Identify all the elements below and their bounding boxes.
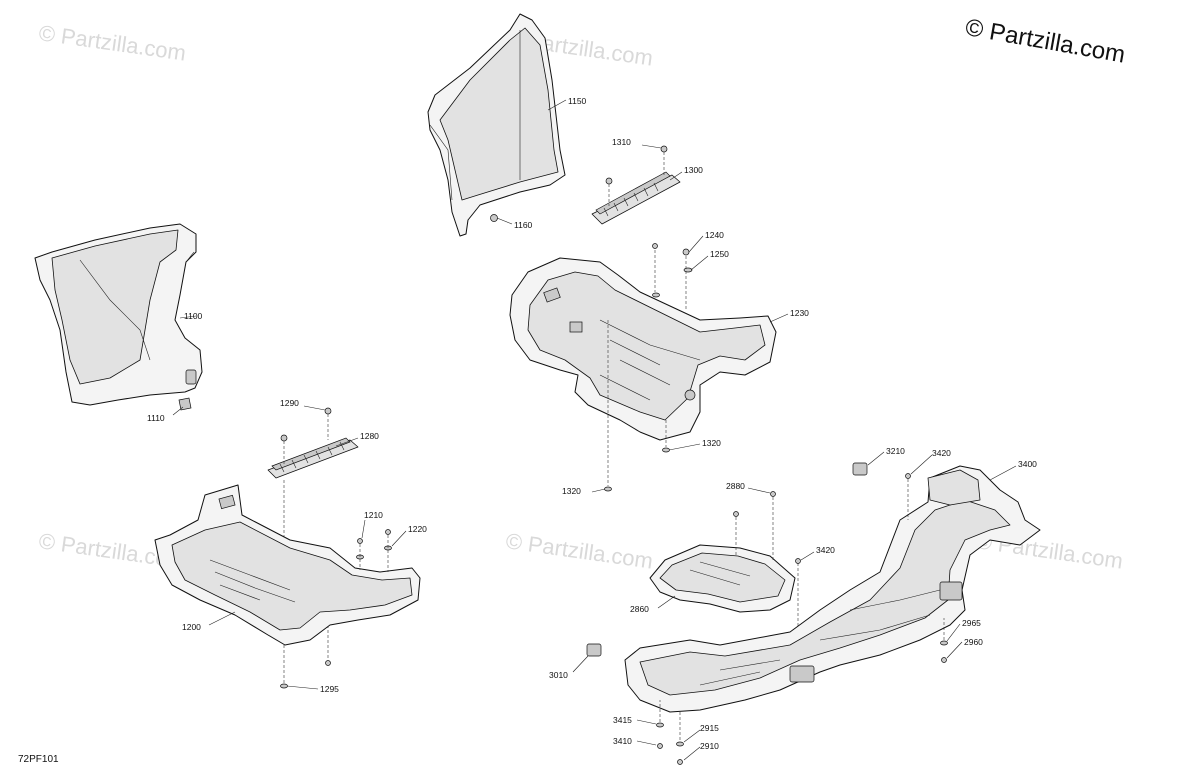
callout-3010[interactable]: 3010: [549, 670, 568, 680]
part-2880-screws[interactable]: [733, 491, 776, 517]
part-3010-clip[interactable]: [586, 643, 602, 657]
part-1150-upper-panel[interactable]: [427, 13, 566, 237]
callout-1320-upper[interactable]: 1320: [702, 438, 721, 448]
callout-3410[interactable]: 3410: [613, 736, 632, 746]
part-1280-step-bracket[interactable]: [267, 437, 359, 479]
part-3400-frame-tray[interactable]: [624, 465, 1041, 713]
diagram-code: 72PF101: [18, 754, 59, 765]
part-1310-screws[interactable]: [605, 145, 668, 185]
part-1100-side-panel[interactable]: [34, 223, 203, 406]
callout-2915[interactable]: 2915: [700, 723, 719, 733]
callout-3210[interactable]: 3210: [886, 446, 905, 456]
watermark-text: © Partzilla.com: [504, 528, 654, 573]
part-1295-fasteners[interactable]: [280, 660, 331, 689]
part-1110-fastener[interactable]: [178, 397, 192, 411]
callout-1200[interactable]: 1200: [182, 622, 201, 632]
callout-1300[interactable]: 1300: [684, 165, 703, 175]
callout-1310[interactable]: 1310: [612, 137, 631, 147]
callout-1210[interactable]: 1210: [364, 510, 383, 520]
part-2910-2915-3410-3415-fasteners[interactable]: [656, 722, 684, 765]
part-1290-screws[interactable]: [280, 407, 332, 442]
callout-1220[interactable]: 1220: [408, 524, 427, 534]
callout-1295[interactable]: 1295: [320, 684, 339, 694]
part-1300-step-bracket[interactable]: [591, 171, 681, 225]
part-1210-1220-fasteners[interactable]: [356, 529, 392, 560]
callout-3420-lower[interactable]: 3420: [816, 545, 835, 555]
callout-2880[interactable]: 2880: [726, 481, 745, 491]
callout-2965[interactable]: 2965: [962, 618, 981, 628]
part-1200-floor-tray[interactable]: [154, 484, 421, 646]
callout-3420-upper[interactable]: 3420: [932, 448, 951, 458]
part-2960-2965-fasteners[interactable]: [940, 640, 948, 663]
callout-1320-lower[interactable]: 1320: [562, 486, 581, 496]
callout-3400[interactable]: 3400: [1018, 459, 1037, 469]
callout-1280[interactable]: 1280: [360, 431, 379, 441]
part-1320-fasteners[interactable]: [604, 447, 670, 492]
callout-1110[interactable]: 1110: [147, 413, 165, 423]
callout-1230[interactable]: 1230: [790, 308, 809, 318]
part-1230-floor-tray[interactable]: [509, 257, 777, 441]
callout-2960[interactable]: 2960: [964, 637, 983, 647]
part-3210-clip[interactable]: [852, 462, 868, 476]
callout-1100[interactable]: 1100: [184, 311, 203, 321]
callout-1250[interactable]: 1250: [710, 249, 729, 259]
callout-1160[interactable]: 1160: [514, 220, 533, 230]
callout-1150[interactable]: 1150: [568, 96, 587, 106]
part-2860-floor-plate[interactable]: [649, 544, 796, 613]
callout-2910[interactable]: 2910: [700, 741, 719, 751]
callout-labels: 1100 1110 1150 1160 1310 1300 1240 1250 …: [147, 96, 1037, 751]
watermark-text: © Partzilla.com: [37, 20, 187, 65]
part-1160-fastener[interactable]: [490, 214, 498, 222]
callout-1240[interactable]: 1240: [705, 230, 724, 240]
callout-2860[interactable]: 2860: [630, 604, 649, 614]
callout-3415[interactable]: 3415: [613, 715, 632, 725]
leader-lines: [172, 99, 1017, 761]
part-3420-screws[interactable]: [795, 473, 911, 564]
callout-1290[interactable]: 1290: [280, 398, 299, 408]
